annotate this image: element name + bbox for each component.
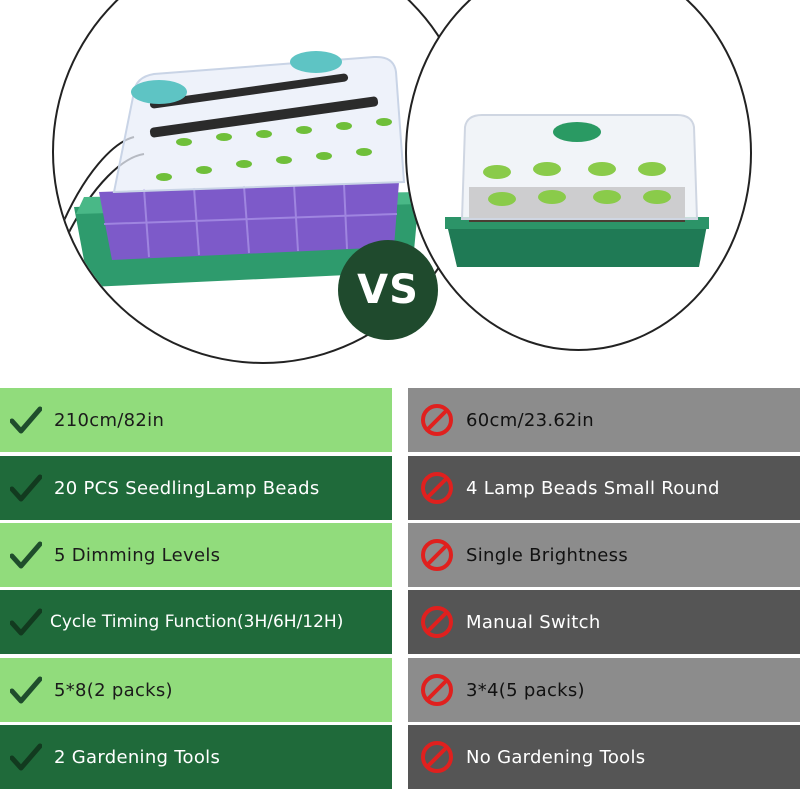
feature-text: Single Brightness bbox=[466, 544, 629, 566]
small-tray-product-image bbox=[405, 0, 752, 351]
feature-row-left: 20 PCS SeedlingLamp Beads bbox=[0, 456, 392, 520]
check-icon bbox=[10, 676, 42, 704]
check-icon bbox=[10, 608, 42, 636]
feature-text: 5*8(2 packs) bbox=[54, 679, 173, 701]
ban-icon bbox=[421, 404, 453, 436]
feature-row-right: 3*4(5 packs) bbox=[408, 658, 800, 722]
feature-row-left: 210cm/82in bbox=[0, 388, 392, 452]
feature-row-right: 4 Lamp Beads Small Round bbox=[408, 456, 800, 520]
feature-text: 5 Dimming Levels bbox=[54, 544, 221, 566]
feature-text: Manual Switch bbox=[466, 611, 601, 633]
feature-text: No Gardening Tools bbox=[466, 746, 646, 768]
feature-row-left: Cycle Timing Function(3H/6H/12H) bbox=[0, 590, 392, 654]
check-icon bbox=[10, 406, 42, 434]
feature-row-right: No Gardening Tools bbox=[408, 725, 800, 789]
ban-icon bbox=[421, 472, 453, 504]
vs-badge: VS bbox=[338, 240, 438, 340]
feature-text: Cycle Timing Function(3H/6H/12H) bbox=[50, 612, 344, 632]
ban-icon bbox=[421, 539, 453, 571]
ban-icon bbox=[421, 741, 453, 773]
ban-icon bbox=[421, 674, 453, 706]
feature-row-left: 5*8(2 packs) bbox=[0, 658, 392, 722]
feature-row-left: 5 Dimming Levels bbox=[0, 523, 392, 587]
check-icon bbox=[10, 474, 42, 502]
feature-text: 210cm/82in bbox=[54, 409, 165, 431]
feature-text: 2 Gardening Tools bbox=[54, 746, 221, 768]
feature-row-right: Single Brightness bbox=[408, 523, 800, 587]
feature-row-right: 60cm/23.62in bbox=[408, 388, 800, 452]
large-seed-tray-illustration bbox=[58, 51, 422, 287]
feature-text: 3*4(5 packs) bbox=[466, 679, 585, 701]
feature-text: 60cm/23.62in bbox=[466, 409, 594, 431]
feature-row-right: Manual Switch bbox=[408, 590, 800, 654]
large-tray-product-image bbox=[52, 0, 474, 364]
feature-text: 20 PCS SeedlingLamp Beads bbox=[54, 477, 320, 499]
ban-icon bbox=[421, 606, 453, 638]
small-seed-tray-illustration bbox=[445, 114, 709, 267]
feature-row-left: 2 Gardening Tools bbox=[0, 725, 392, 789]
check-icon bbox=[10, 541, 42, 569]
check-icon bbox=[10, 743, 42, 771]
feature-text: 4 Lamp Beads Small Round bbox=[466, 477, 720, 499]
